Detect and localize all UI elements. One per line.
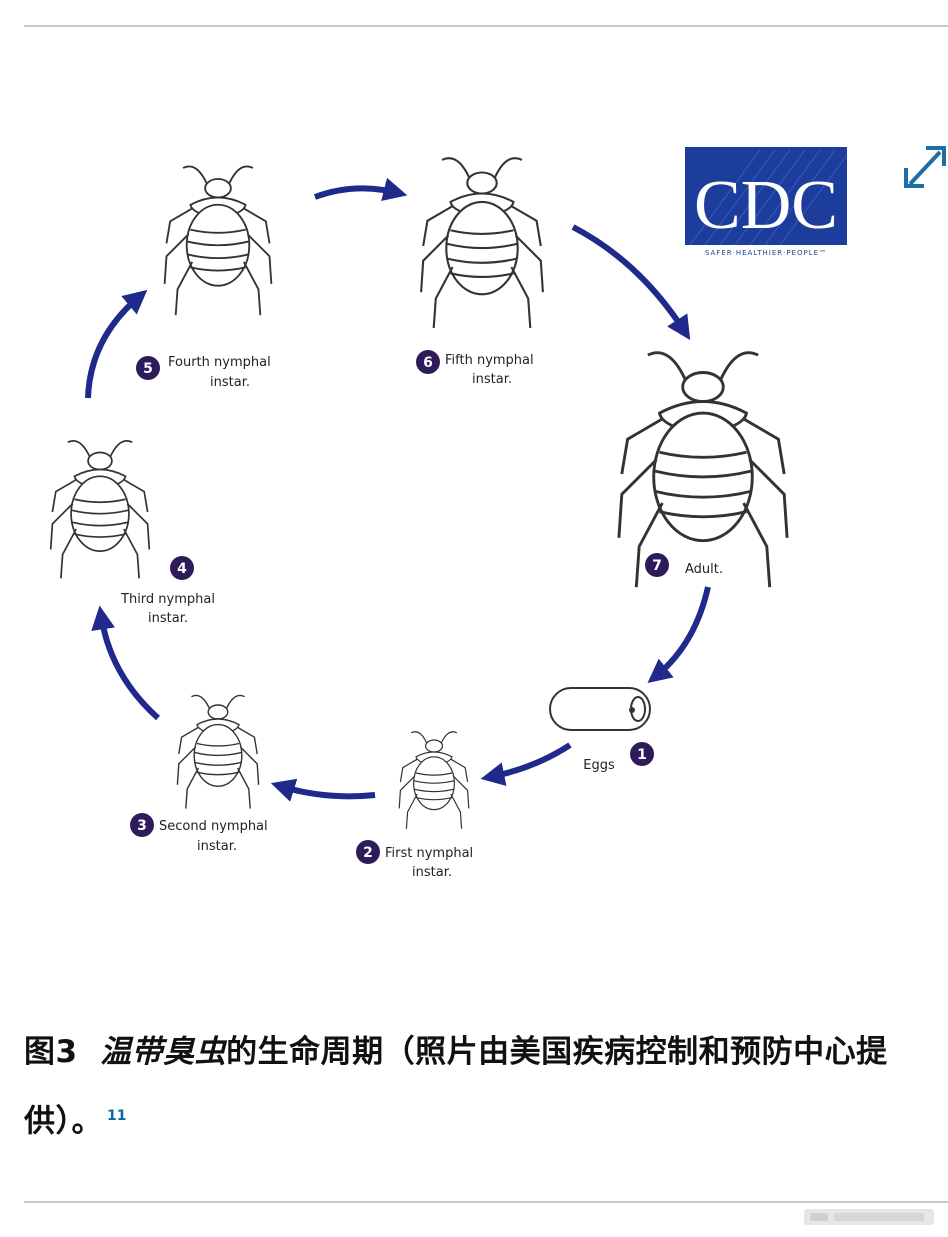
svg-text:CDC: CDC <box>694 167 838 244</box>
stage-4: 4 Third nymphal instar. <box>120 556 215 626</box>
svg-text:Second nymphal: Second nymphal <box>159 819 268 834</box>
stage-3: 3 Second nymphal instar. <box>130 813 268 854</box>
caption-species: 温带臭虫 <box>100 1034 227 1070</box>
arrow-1-to-2 <box>480 742 572 786</box>
life-cycle-diagram: 1 Eggs 2 First nymphal instar. 3 Second … <box>49 146 946 880</box>
svg-text:3: 3 <box>137 818 147 834</box>
egg-illustration <box>549 687 651 731</box>
svg-text:instar.: instar. <box>148 611 188 626</box>
svg-text:First nymphal: First nymphal <box>385 846 473 861</box>
bug-second-instar <box>176 694 260 810</box>
svg-text:instar.: instar. <box>412 865 452 880</box>
svg-text:SAFER·HEALTHIER·PEOPLE™: SAFER·HEALTHIER·PEOPLE™ <box>705 249 827 257</box>
svg-text:Eggs: Eggs <box>583 758 615 773</box>
stage-2: 2 First nymphal instar. <box>356 840 473 880</box>
svg-text:2: 2 <box>363 845 373 861</box>
svg-text:Third nymphal: Third nymphal <box>120 592 215 607</box>
expand-icon[interactable] <box>904 146 946 188</box>
top-divider <box>24 25 948 27</box>
caption-figure-label: 图3 <box>24 1034 78 1070</box>
svg-text:4: 4 <box>177 561 187 577</box>
cdc-logo: CDC SAFER·HEALTHIER·PEOPLE™ <box>685 147 848 257</box>
stage-1: 1 Eggs <box>583 742 654 773</box>
arrow-4-to-5 <box>85 289 148 399</box>
svg-text:5: 5 <box>143 361 153 377</box>
arrow-3-to-4 <box>91 605 161 721</box>
svg-text:7: 7 <box>652 558 662 574</box>
stage-6: 6 Fifth nymphal instar. <box>416 350 534 387</box>
bug-fifth-instar <box>420 157 544 329</box>
arrow-5-to-6 <box>313 177 408 202</box>
arrow-6-to-7 <box>571 224 691 341</box>
arrow-7-to-1 <box>647 586 711 683</box>
reference-link[interactable]: 11 <box>107 1108 127 1124</box>
bug-fourth-instar <box>163 165 273 317</box>
caption-text: 的生命周期（照片由美国疾病控制和预防中心提供）。 <box>24 1034 888 1140</box>
svg-text:6: 6 <box>423 355 433 371</box>
bottom-divider <box>24 1201 948 1203</box>
stage-5: 5 Fourth nymphal instar. <box>136 355 271 390</box>
svg-text:Fifth nymphal: Fifth nymphal <box>445 353 534 368</box>
svg-text:instar.: instar. <box>197 839 237 854</box>
svg-text:instar.: instar. <box>472 372 512 387</box>
bug-adult <box>617 351 789 589</box>
arrow-2-to-3 <box>270 778 376 802</box>
bug-third-instar <box>49 440 151 580</box>
watermark-logo <box>804 1209 934 1225</box>
svg-text:instar.: instar. <box>210 375 250 390</box>
svg-text:Adult.: Adult. <box>685 562 723 577</box>
figure-caption: 图3 温带臭虫的生命周期（照片由美国疾病控制和预防中心提供）。11 <box>24 1020 939 1153</box>
bug-first-instar <box>398 731 470 830</box>
stage-7: 7 Adult. <box>645 553 723 577</box>
svg-text:1: 1 <box>637 747 647 763</box>
svg-text:Fourth nymphal: Fourth nymphal <box>168 355 271 370</box>
